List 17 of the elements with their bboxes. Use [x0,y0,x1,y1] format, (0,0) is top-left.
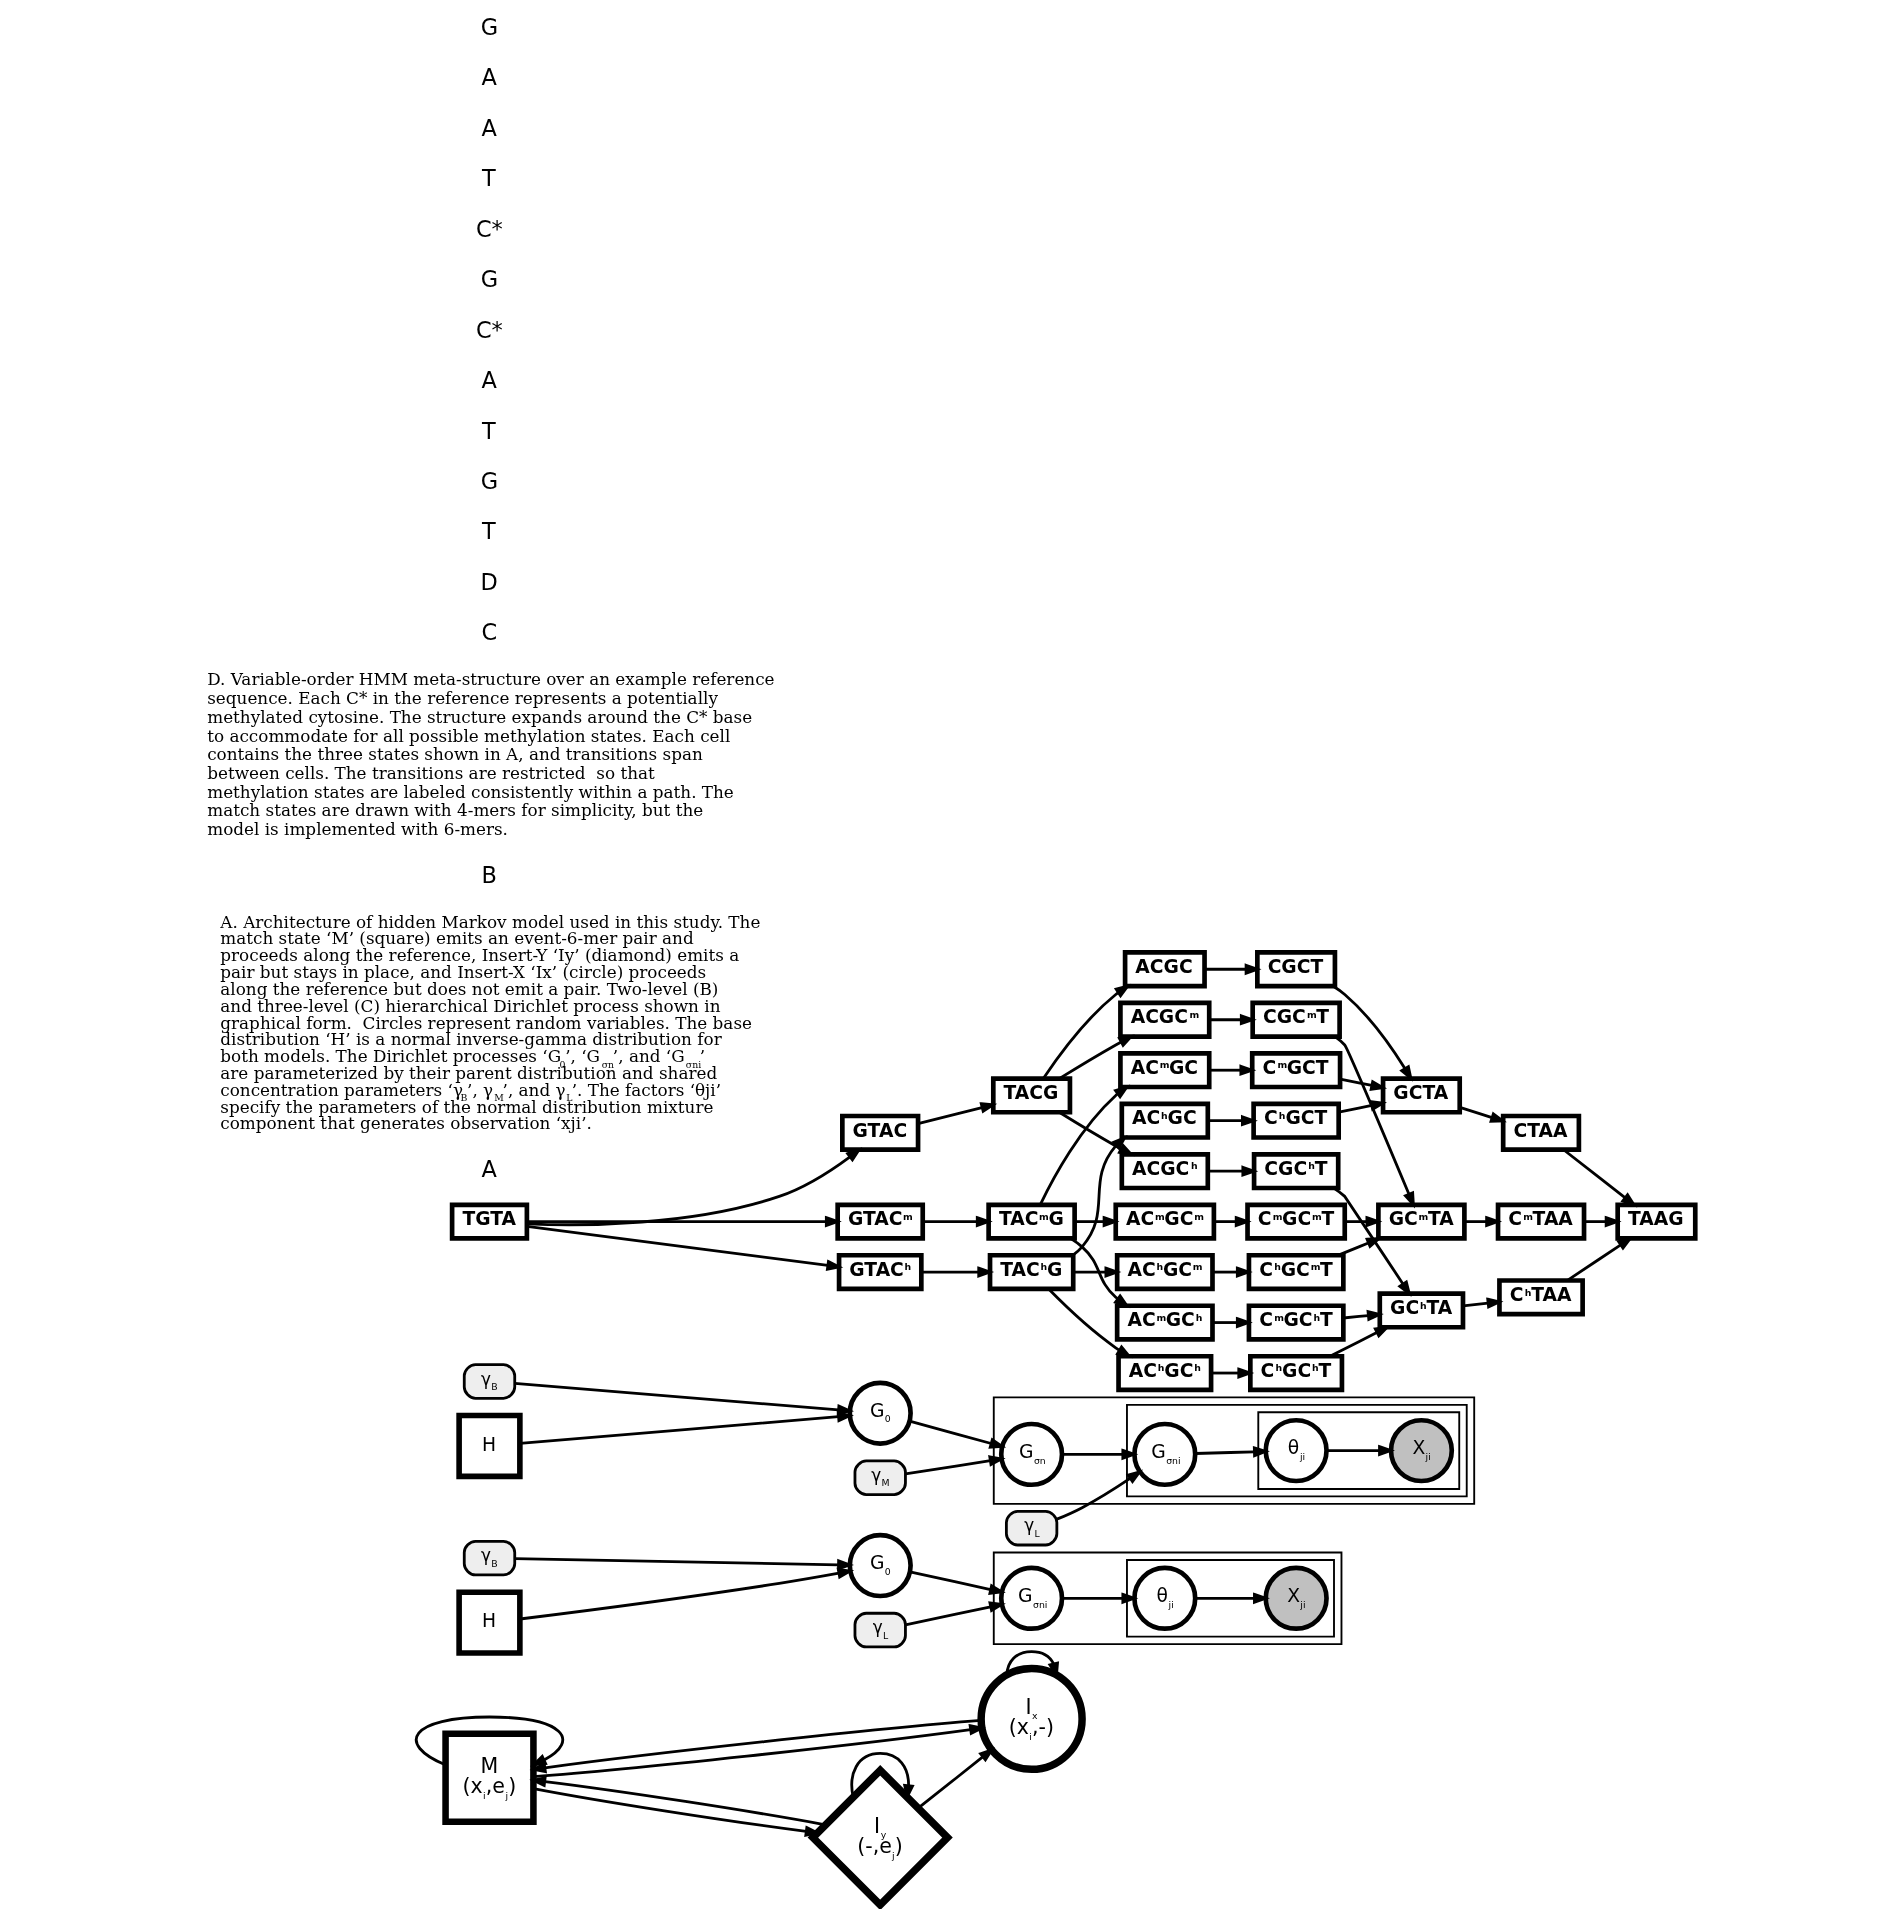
label: A [481,367,497,394]
label: D. Variable-order HMM meta-structure over an example reference sequence. Each C* in the reference represents a potentially methylated cytosine. The structure expands around the C* base to accommodate for all possible methylation states. Each cell contains the three states shown in A, and transitions span between cells. The transitions are restricted so that methylation states are labeled consistently within a path. The match states are drawn with 4-mers for simplicity, but the model is implemented with 6-mers. [207,669,775,840]
label: G [480,266,499,293]
label: C* [475,215,503,242]
label: A [481,64,497,91]
label: T [482,165,496,192]
label: A. Architecture of hidden Markov model used in this study. The match state ‘M’ (square) emits an event-6-mer pair and proceeds along the reference, Insert-Y ‘Iy’ (diamond) emits a pair but stays in place, and Insert-X ‘Ix’ (circle) proceeds along the reference but does not emit a pair. Two-level (B) and three-level (C) hierarchical Dirichlet process shown in graphical form. Circles represent random variables. The base distribution ‘H’ is a normal inverse-gamma distribution for both models. The Dirichlet processes ‘G$_{0}$’, ‘G$_{σn}$’, and ‘G$_{σni}$’ are parameterized by their parent distribution and shared concentration parameters ‘γ$_{B}$’, γ$_{M}$’, and γ$_{L}$’. The factors ‘θji’ specify the parameters of the normal distribution mixture component that generates observation ‘xji’. [220,911,761,1134]
label: A [481,1155,497,1182]
label: T [482,518,496,545]
label: D [480,568,498,595]
label: T [482,417,496,444]
label: G [480,13,499,40]
label: G [480,468,499,494]
label: A [481,114,497,141]
label: B [481,862,497,889]
label: C [481,619,498,646]
label: C* [475,316,503,343]
